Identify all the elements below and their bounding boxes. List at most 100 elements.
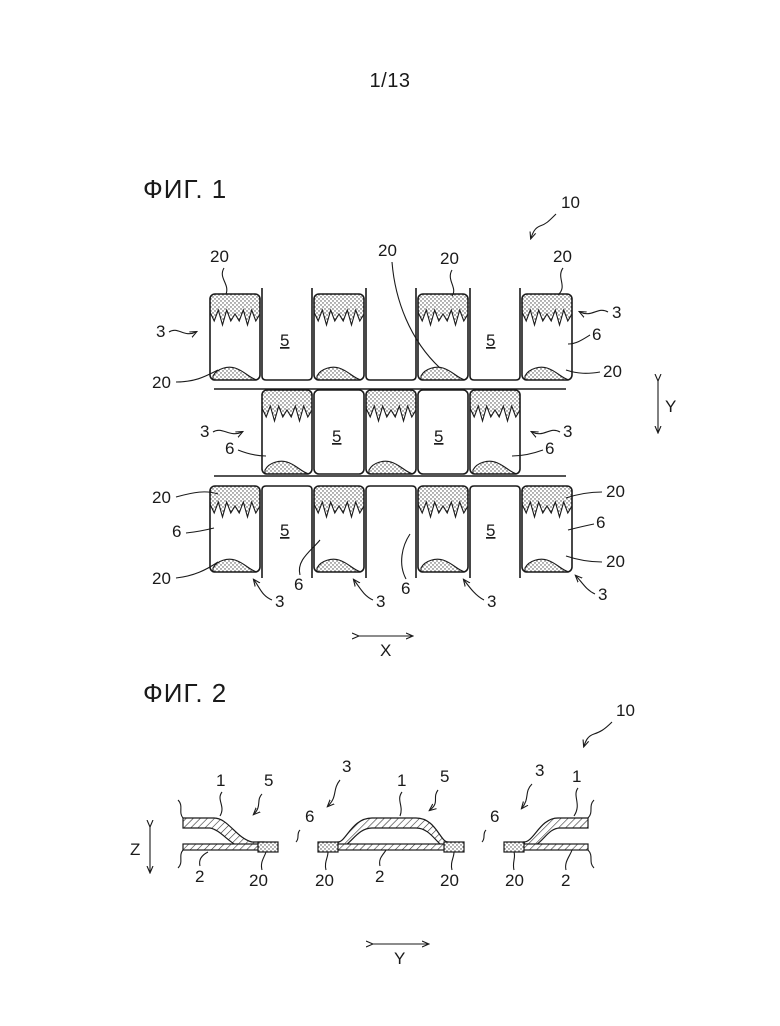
axis-x-label: X — [380, 641, 391, 660]
axis-y-fig2: Y — [372, 944, 428, 968]
axis-x-fig1: X — [358, 636, 412, 660]
cross-section-right — [504, 800, 594, 868]
label-6: 6 — [592, 325, 601, 344]
blister-grid: 5 5 5 5 5 5 — [210, 288, 572, 578]
pocket-cell — [418, 294, 468, 380]
label-6: 6 — [596, 513, 605, 532]
cross-section-middle — [318, 818, 464, 852]
label-6: 6 — [305, 807, 314, 826]
axis-z-fig2: Z — [130, 826, 150, 872]
label-3: 3 — [598, 585, 607, 604]
adhesive-zone — [418, 486, 468, 517]
pocket-cell — [470, 390, 520, 474]
label-3: 3 — [487, 592, 496, 611]
label-6: 6 — [401, 579, 410, 598]
label-3: 3 — [200, 422, 209, 441]
label-1: 1 — [572, 767, 581, 786]
label-20: 20 — [440, 249, 459, 268]
label-6: 6 — [172, 522, 181, 541]
labels-adhesive-row1: 20 20 20 20 — [210, 241, 572, 368]
adhesive-spot — [421, 367, 465, 380]
label-20: 20 — [152, 488, 171, 507]
label-5: 5 — [434, 427, 443, 446]
label-3: 3 — [156, 322, 165, 341]
axis-y-label: Y — [394, 949, 405, 968]
label-20: 20 — [606, 482, 625, 501]
label-3: 3 — [275, 592, 284, 611]
axis-z-label: Z — [130, 840, 140, 859]
label-3: 3 — [342, 757, 351, 776]
adhesive-zone — [418, 294, 468, 325]
pocket-cell — [522, 294, 572, 380]
label-20: 20 — [603, 362, 622, 381]
figure-2: 10 — [130, 701, 635, 968]
label-20: 20 — [249, 871, 268, 890]
adhesive-zone — [366, 390, 416, 421]
label-5: 5 — [486, 521, 495, 540]
label-10: 10 — [561, 193, 580, 212]
label-10: 10 — [616, 701, 635, 720]
axis-y-label: Y — [665, 397, 676, 416]
labels-row2: 3 6 3 6 — [200, 422, 572, 458]
adhesive-spot — [317, 367, 361, 380]
label-3: 3 — [535, 761, 544, 780]
label-3: 3 — [612, 303, 621, 322]
label-20: 20 — [440, 871, 459, 890]
pocket-cell — [522, 486, 572, 572]
label-5: 5 — [280, 331, 289, 350]
label-3: 3 — [563, 422, 572, 441]
adhesive-spot — [265, 461, 309, 474]
adhesive-zone — [314, 486, 364, 517]
label-2: 2 — [375, 867, 384, 886]
pocket-cell — [262, 390, 312, 474]
label-5: 5 — [486, 331, 495, 350]
label-2: 2 — [561, 871, 570, 890]
label-20: 20 — [553, 247, 572, 266]
adhesive-spot — [525, 559, 569, 572]
label-5: 5 — [440, 767, 449, 786]
adhesive-spot — [213, 367, 257, 380]
adhesive-zone — [522, 486, 572, 517]
adhesive-zone — [314, 294, 364, 325]
label-20: 20 — [152, 569, 171, 588]
adhesive-spot — [317, 559, 361, 572]
adhesive-zone — [522, 294, 572, 325]
label-1: 1 — [216, 771, 225, 790]
label-20: 20 — [606, 552, 625, 571]
cup-outline — [366, 486, 416, 578]
label-5: 5 — [264, 771, 273, 790]
label-6: 6 — [225, 439, 234, 458]
adhesive-spot — [525, 367, 569, 380]
pocket-cell — [314, 294, 364, 380]
ref-assembly-fig2: 10 — [584, 701, 635, 746]
pocket-cell — [366, 390, 416, 474]
label-20: 20 — [210, 247, 229, 266]
adhesive-spot — [213, 559, 257, 572]
label-3: 3 — [376, 592, 385, 611]
adhesive-zone — [210, 486, 260, 517]
adhesive-zone — [470, 390, 520, 421]
pocket-cell — [418, 486, 468, 572]
pocket-cell — [210, 294, 260, 380]
adhesive-spot — [473, 461, 517, 474]
label-20: 20 — [315, 871, 334, 890]
figure-1: 5 5 5 5 5 5 10 20 20 20 20 3 — [152, 193, 676, 660]
label-6: 6 — [490, 807, 499, 826]
adhesive-spot — [369, 461, 413, 474]
pocket-cell — [210, 486, 260, 572]
label-20: 20 — [152, 373, 171, 392]
pocket-cell — [314, 486, 364, 572]
adhesive-spot — [421, 559, 465, 572]
label-6: 6 — [294, 575, 303, 594]
label-6: 6 — [545, 439, 554, 458]
ref-assembly-fig1: 10 — [531, 193, 580, 238]
label-20: 20 — [378, 241, 397, 260]
adhesive-zone — [262, 390, 312, 421]
label-5: 5 — [280, 521, 289, 540]
adhesive-zone — [210, 294, 260, 325]
axis-y-fig1: Y — [658, 380, 676, 432]
label-5: 5 — [332, 427, 341, 446]
cup-outline — [366, 288, 416, 380]
